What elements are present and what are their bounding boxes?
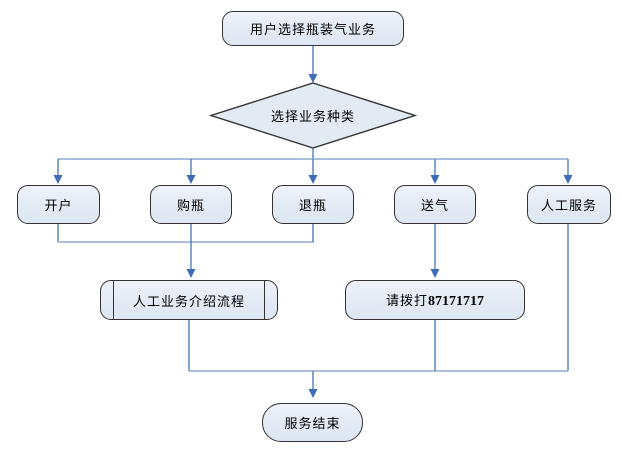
node-end-label: 服务结束 bbox=[284, 416, 341, 431]
node-intro-process-label: 人工业务介绍流程 bbox=[132, 293, 245, 309]
node-start-label: 用户选择瓶装气业务 bbox=[249, 22, 376, 37]
arrowhead-down-icon bbox=[308, 74, 318, 83]
node-open-account: 开户 bbox=[17, 185, 100, 224]
node-deliver-gas-label: 送气 bbox=[420, 198, 449, 213]
arrowhead-down-icon bbox=[186, 175, 196, 184]
node-deliver-gas: 送气 bbox=[394, 185, 476, 224]
arrowhead-down-icon bbox=[563, 175, 573, 184]
node-call-number-label: 请拨打87171717 bbox=[386, 290, 484, 310]
arrowhead-down-icon bbox=[430, 175, 440, 184]
call-phone-number: 87171717 bbox=[428, 294, 484, 309]
node-return-bottle-label: 退瓶 bbox=[298, 198, 327, 213]
arrowhead-down-icon bbox=[308, 389, 318, 398]
arrowhead-down-icon bbox=[308, 175, 318, 184]
predefined-process-bar-right bbox=[264, 281, 265, 319]
arrowhead-down-icon bbox=[186, 269, 196, 278]
call-prefix: 请拨打 bbox=[385, 293, 428, 308]
arrowhead-down-icon bbox=[430, 269, 440, 278]
predefined-process-bar-left bbox=[113, 281, 114, 319]
node-manual-service: 人工服务 bbox=[527, 185, 611, 224]
node-buy-bottle-label: 购瓶 bbox=[176, 198, 205, 213]
arrowhead-down-icon bbox=[53, 175, 63, 184]
node-manual-service-label: 人工服务 bbox=[540, 198, 597, 213]
node-call-number: 请拨打87171717 bbox=[345, 280, 525, 320]
node-intro-process: 人工业务介绍流程 bbox=[100, 280, 278, 320]
node-decision-label: 选择业务种类 bbox=[270, 109, 355, 124]
node-open-account-label: 开户 bbox=[44, 198, 73, 213]
node-return-bottle: 退瓶 bbox=[272, 185, 354, 224]
node-start: 用户选择瓶装气业务 bbox=[222, 11, 404, 46]
node-buy-bottle: 购瓶 bbox=[150, 185, 232, 224]
node-end: 服务结束 bbox=[262, 403, 363, 442]
